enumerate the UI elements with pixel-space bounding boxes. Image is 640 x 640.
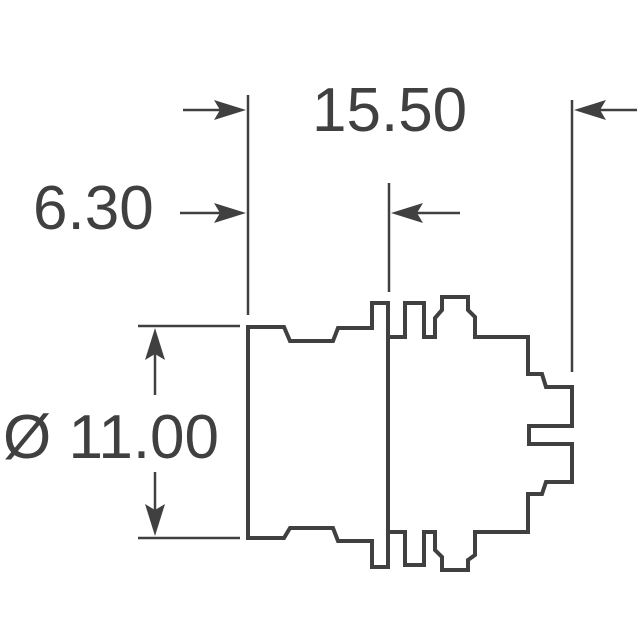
arrow-left-icon xyxy=(574,100,637,120)
dimension-offset-label: 6.30 xyxy=(33,174,154,243)
arrow-left-icon xyxy=(391,203,460,223)
arrow-down-icon xyxy=(145,472,165,536)
arrow-up-icon xyxy=(145,328,165,395)
arrow-right-icon xyxy=(183,100,246,120)
dimension-diameter-label: Ø 11.00 xyxy=(3,403,219,472)
dimension-length-label: 15.50 xyxy=(312,76,467,145)
part-body-right xyxy=(390,295,574,572)
part-body-left xyxy=(246,301,390,569)
arrow-right-icon xyxy=(180,203,246,223)
